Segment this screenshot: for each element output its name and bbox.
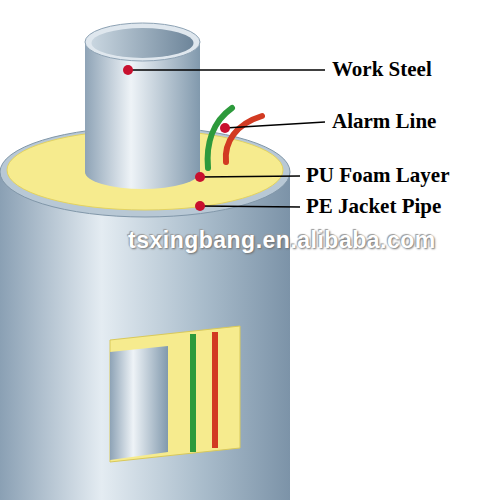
alarm-wires [208, 108, 262, 168]
cutaway [110, 326, 240, 462]
part-label: PU Foam Layer [306, 164, 449, 187]
part-label: Work Steel [332, 58, 432, 81]
part-label: Alarm Line [332, 110, 436, 133]
leader-dots [123, 65, 230, 211]
part-label: PE Jacket Pipe [306, 195, 441, 218]
leader-lines [128, 70, 325, 207]
watermark: tsxingbang.en.alibaba.com [128, 228, 436, 253]
work-steel [85, 23, 200, 189]
pe-jacket [0, 127, 290, 500]
